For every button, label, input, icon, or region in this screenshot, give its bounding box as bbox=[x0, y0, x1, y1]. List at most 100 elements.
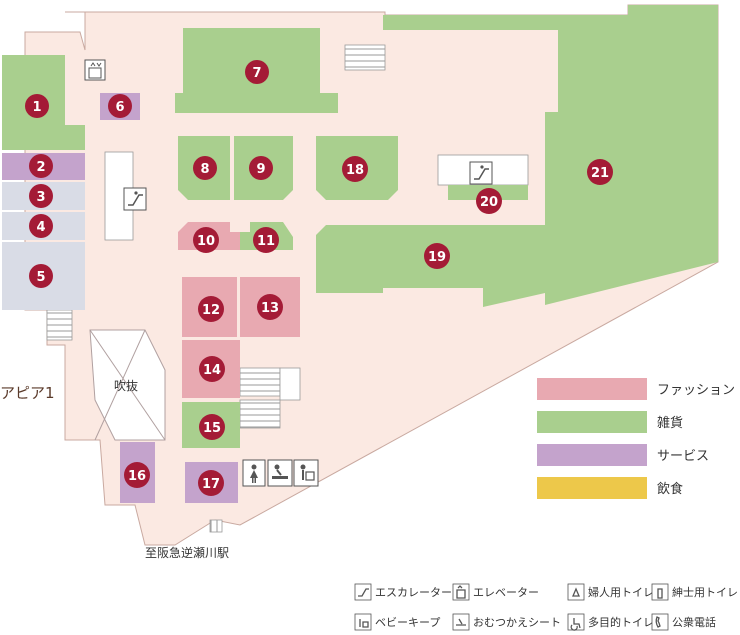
store-number: 6 bbox=[115, 100, 124, 115]
store-marker-circle bbox=[29, 214, 53, 238]
store-5-marker[interactable]: 5 bbox=[29, 264, 53, 288]
store-marker-circle bbox=[424, 243, 450, 269]
store-17-marker[interactable]: 17 bbox=[198, 470, 224, 496]
store-marker-circle bbox=[108, 94, 132, 118]
store-7-marker[interactable]: 7 bbox=[245, 60, 269, 84]
store-marker-circle bbox=[198, 296, 224, 322]
store-3-marker[interactable]: 3 bbox=[29, 184, 53, 208]
stairs-mid-2 bbox=[239, 399, 281, 429]
store-number: 16 bbox=[128, 469, 146, 484]
store-number: 18 bbox=[346, 163, 364, 178]
legend-label-goods: 雑貨 bbox=[657, 415, 683, 431]
store-marker-circle bbox=[245, 60, 269, 84]
legend-label-service: サービス bbox=[657, 449, 709, 464]
store-number: 7 bbox=[252, 66, 261, 81]
store-11-marker[interactable]: 11 bbox=[253, 227, 279, 253]
store-number: 14 bbox=[203, 363, 221, 378]
store-number: 11 bbox=[257, 234, 275, 249]
map-elevator-icon[interactable] bbox=[84, 59, 106, 81]
legend-label-food: 飲食 bbox=[657, 481, 683, 497]
store-12-marker[interactable]: 12 bbox=[198, 296, 224, 322]
legend-elevator-icon: エレベーター bbox=[452, 583, 539, 601]
store-15-marker[interactable]: 15 bbox=[199, 414, 225, 440]
store-9-marker[interactable]: 9 bbox=[249, 156, 273, 180]
store-marker-circle bbox=[253, 227, 279, 253]
store-14-marker[interactable]: 14 bbox=[199, 356, 225, 382]
store-marker-circle bbox=[198, 470, 224, 496]
store-number: 3 bbox=[36, 190, 45, 205]
store-16-marker[interactable]: 16 bbox=[124, 462, 150, 488]
legend-escalator-icon: エスカレーター bbox=[354, 583, 452, 601]
store-marker-circle bbox=[193, 227, 219, 253]
legend-label-fashion: ファッション bbox=[657, 383, 735, 398]
store-number: 20 bbox=[480, 195, 498, 210]
store-number: 17 bbox=[202, 477, 220, 492]
store-21-area[interactable] bbox=[383, 5, 718, 305]
legend-mens-restroom-icon: 紳士用トイレ bbox=[651, 583, 738, 601]
stairs-bottom bbox=[209, 519, 223, 533]
store-18-marker[interactable]: 18 bbox=[342, 156, 368, 182]
appia1-label: アピア1 bbox=[0, 384, 55, 402]
legend-swatch-fashion bbox=[537, 378, 647, 400]
store-2-marker[interactable]: 2 bbox=[29, 154, 53, 178]
store-21-marker[interactable]: 21 bbox=[587, 159, 613, 185]
map-womens-restroom-icon[interactable] bbox=[242, 459, 266, 487]
legend-label-elevator-icon: エレベーター bbox=[473, 586, 539, 599]
legend-label-multipurpose-restroom-icon: 多目的トイレ bbox=[588, 615, 654, 629]
legend-swatch-food bbox=[537, 477, 647, 499]
store-marker-circle bbox=[199, 414, 225, 440]
store-19-marker[interactable]: 19 bbox=[424, 243, 450, 269]
store-13-marker[interactable]: 13 bbox=[257, 294, 283, 320]
legend-public-phone-icon: 公衆電話 bbox=[651, 613, 716, 631]
store-marker-circle bbox=[193, 156, 217, 180]
store-number: 15 bbox=[203, 421, 221, 436]
store-number: 8 bbox=[200, 162, 209, 177]
store-marker-circle bbox=[29, 154, 53, 178]
map-escalator-icon[interactable] bbox=[469, 161, 493, 185]
map-diaper-changing-icon[interactable] bbox=[267, 459, 293, 487]
stairs-left bbox=[46, 309, 73, 341]
store-number: 4 bbox=[36, 220, 45, 235]
store-20-marker[interactable]: 20 bbox=[476, 188, 502, 214]
legend-label-baby-keep-icon: ベビーキープ bbox=[375, 616, 440, 629]
store-number: 1 bbox=[32, 100, 41, 115]
store-number: 10 bbox=[197, 234, 215, 249]
store-marker-circle bbox=[476, 188, 502, 214]
legend-label-diaper-changing-icon: おむつかえシート bbox=[473, 616, 561, 629]
stairs-mid-1 bbox=[239, 367, 281, 397]
store-marker-circle bbox=[342, 156, 368, 182]
store-number: 12 bbox=[202, 303, 220, 318]
store-marker-circle bbox=[29, 264, 53, 288]
store-number: 21 bbox=[591, 166, 609, 181]
store-marker-circle bbox=[257, 294, 283, 320]
legend-label-escalator-icon: エスカレーター bbox=[375, 586, 452, 599]
map-escalator-icon[interactable] bbox=[123, 187, 147, 211]
void-label: 吹抜 bbox=[114, 379, 138, 393]
store-8-marker[interactable]: 8 bbox=[193, 156, 217, 180]
stairs-top bbox=[344, 44, 386, 71]
store-marker-circle bbox=[25, 94, 49, 118]
legend-label-mens-restroom-icon: 紳士用トイレ bbox=[672, 586, 738, 599]
store-1-marker[interactable]: 1 bbox=[25, 94, 49, 118]
store-4-marker[interactable]: 4 bbox=[29, 214, 53, 238]
legend-swatch-service bbox=[537, 444, 647, 466]
store-marker-circle bbox=[124, 462, 150, 488]
map-baby-keep-icon[interactable] bbox=[293, 459, 319, 487]
legend-baby-keep-icon: ベビーキープ bbox=[354, 613, 440, 631]
store-number: 13 bbox=[261, 301, 279, 316]
store-number: 9 bbox=[256, 162, 265, 177]
store-number: 19 bbox=[428, 250, 446, 265]
store-marker-circle bbox=[199, 356, 225, 382]
store-10-marker[interactable]: 10 bbox=[193, 227, 219, 253]
elevator-bay bbox=[279, 367, 301, 401]
legend-label-womens-restroom-icon: 婦人用トイレ bbox=[588, 585, 654, 599]
legend-womens-restroom-icon: 婦人用トイレ bbox=[567, 583, 654, 601]
legend-swatch-goods bbox=[537, 411, 647, 433]
store-marker-circle bbox=[249, 156, 273, 180]
station-direction-label: 至阪急逆瀬川駅 bbox=[145, 545, 229, 560]
store-6-marker[interactable]: 6 bbox=[108, 94, 132, 118]
store-number: 5 bbox=[36, 270, 45, 285]
